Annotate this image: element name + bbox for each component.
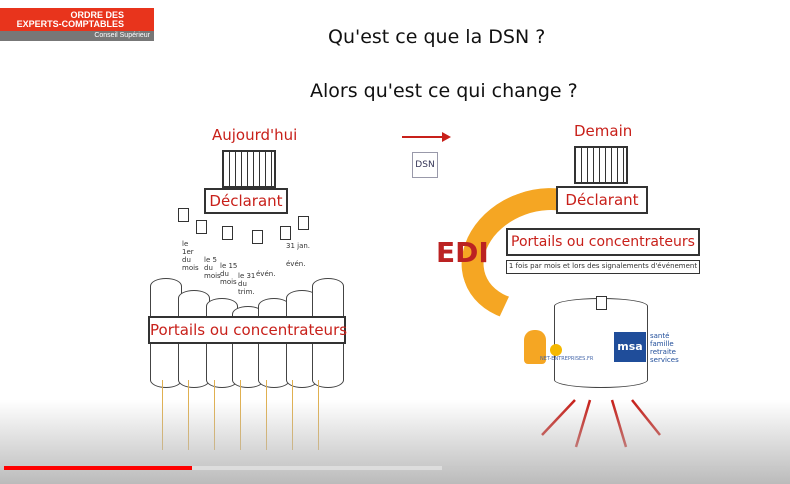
document-icon [596,296,607,310]
declarant-box-left: Déclarant [204,188,288,214]
edi-label: EDI [436,236,489,269]
play-circle-icon [550,344,562,356]
document-icon [178,208,189,222]
note-31-jan: 31 jan. [286,242,311,250]
document-icon [252,230,263,244]
net-entreprises-mascot-icon [524,330,546,364]
note-even-1: évén. [256,270,276,278]
frequency-note: 1 fois par mois et lors des signalements… [506,260,700,274]
video-controls-gradient [0,400,790,484]
msa-logo: msa [614,332,646,362]
document-icon [196,220,207,234]
video-progress-bar[interactable] [4,466,786,470]
document-icon [222,226,233,240]
portals-box-left: Portails ou concentrateurs [148,316,347,344]
heading-demain: Demain [574,122,633,140]
slide-title: Qu'est ce que la DSN ? [328,26,546,48]
document-icon [298,216,309,230]
declarant-box-right: Déclarant [556,186,648,214]
note-le-31: le 31 du trim. [238,272,256,296]
msa-tag: famille [650,340,674,348]
slide-subtitle: Alors qu'est ce qui change ? [310,80,578,102]
msa-tags: santé famille retraite services [650,332,679,364]
msa-tag: retraite [650,348,676,356]
msa-tag: services [650,356,679,364]
logo-line2: EXPERTS-COMPTABLES [16,19,124,29]
msa-tag: santé [650,332,670,340]
video-buffered [4,466,442,470]
building-icon [574,146,628,184]
note-le-15: le 15 du mois [220,262,238,286]
heading-aujourdhui: Aujourd'hui [212,126,298,144]
note-le-1er: le 1er du mois [182,240,199,272]
document-icon [280,226,291,240]
portals-box-right: Portails ou concentrateurs [506,228,700,256]
transition-arrow [402,136,446,138]
logo-line1: ORDRE DES [70,10,124,20]
video-played [4,466,192,470]
note-even-2: évén. [286,260,306,268]
note-le-5: le 5 du mois [204,256,221,280]
net-entreprises-label: NET-ENTREPRISES.FR [540,356,594,362]
arrow-head-icon [442,132,451,142]
logo-subtitle: Conseil Supérieur [0,31,154,41]
building-icon [222,150,276,188]
dsn-badge: DSN [412,152,438,178]
